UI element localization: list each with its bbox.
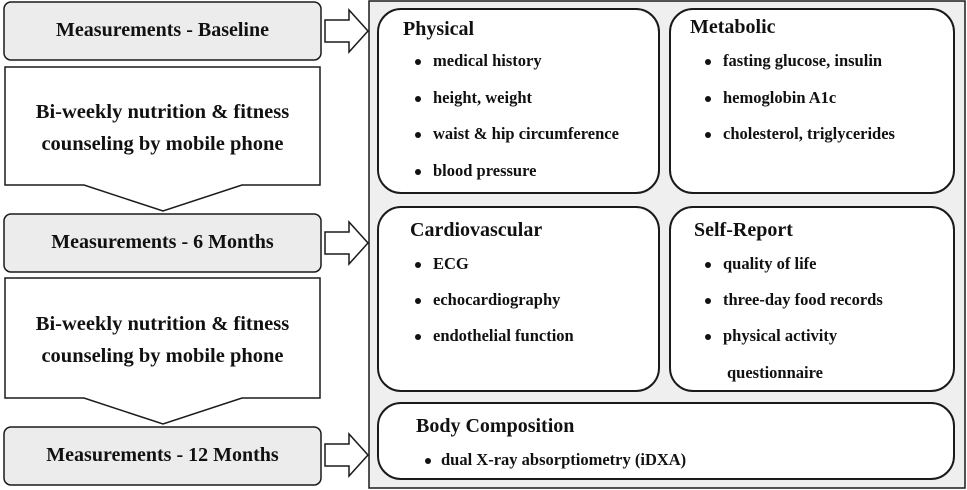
bullet-dot xyxy=(425,458,431,464)
self-report-item: three-day food records xyxy=(723,290,883,309)
six-months-step-box xyxy=(3,213,322,273)
bullet-dot xyxy=(705,96,711,102)
physical-title: Physical xyxy=(403,18,475,40)
bullet-dot xyxy=(415,262,421,268)
baseline-step-box xyxy=(3,1,322,61)
body-composition-item: dual X-ray absorptiometry (iDXA) xyxy=(441,450,687,469)
bullet-dot xyxy=(705,262,711,268)
metabolic-title: Metabolic xyxy=(690,16,776,38)
counseling-1-line-2: counseling by mobile phone xyxy=(41,133,284,155)
cardiovascular-item: endothelial function xyxy=(433,326,574,345)
baseline-step-label: Measurements - Baseline xyxy=(56,19,269,41)
physical-item: medical history xyxy=(433,51,542,70)
body-composition-title: Body Composition xyxy=(416,415,575,437)
self-report-item: physical activity xyxy=(723,326,838,345)
metabolic-item: fasting glucose, insulin xyxy=(723,51,883,70)
counseling-2-line-2: counseling by mobile phone xyxy=(41,345,284,367)
counseling-down-arrow-2 xyxy=(4,277,321,425)
twelve-months-right-arrow xyxy=(324,432,370,478)
cardiovascular-box: Cardiovascular ECG echocardiography endo… xyxy=(377,206,660,392)
counseling-2-line-1: Bi-weekly nutrition & fitness xyxy=(35,313,290,336)
self-report-title: Self-Report xyxy=(694,219,793,241)
six-months-right-arrow xyxy=(324,220,370,266)
bullet-dot xyxy=(415,298,421,304)
counseling-down-arrow-1 xyxy=(4,66,321,212)
bullet-dot xyxy=(705,132,711,138)
twelve-months-step-label: Measurements - 12 Months xyxy=(46,444,279,466)
six-months-step-label: Measurements - 6 Months xyxy=(51,231,274,253)
cardiovascular-item: ECG xyxy=(433,254,469,273)
bullet-dot xyxy=(415,132,421,138)
bullet-dot xyxy=(705,59,711,65)
physical-item: blood pressure xyxy=(433,161,537,180)
counseling-label-1: Bi-weekly nutrition & fitness counseling… xyxy=(5,78,320,180)
cardiovascular-item: echocardiography xyxy=(433,290,561,309)
body-composition-box: Body Composition dual X-ray absorptiomet… xyxy=(377,402,955,480)
metabolic-box: Metabolic fasting glucose, insulin hemog… xyxy=(669,8,955,194)
physical-box: Physical medical history height, weight … xyxy=(377,8,660,194)
cardiovascular-title: Cardiovascular xyxy=(410,219,543,241)
physical-item: waist & hip circumference xyxy=(433,124,619,143)
metabolic-item: hemoglobin A1c xyxy=(723,88,837,107)
bullet-dot xyxy=(415,334,421,340)
bullet-dot xyxy=(415,59,421,65)
metabolic-item: cholesterol, triglycerides xyxy=(723,124,895,143)
self-report-box: Self-Report quality of life three-day fo… xyxy=(669,206,955,392)
bullet-dot xyxy=(415,169,421,175)
physical-item: height, weight xyxy=(433,88,532,107)
bullet-dot xyxy=(415,96,421,102)
bullet-dot xyxy=(705,334,711,340)
baseline-right-arrow xyxy=(324,8,370,54)
counseling-1-line-1: Bi-weekly nutrition & fitness xyxy=(35,101,290,124)
self-report-item-continued: questionnaire xyxy=(727,363,823,382)
twelve-months-step-box xyxy=(3,426,322,486)
bullet-dot xyxy=(705,298,711,304)
counseling-label-2: Bi-weekly nutrition & fitness counseling… xyxy=(5,289,320,393)
self-report-item: quality of life xyxy=(723,254,817,273)
